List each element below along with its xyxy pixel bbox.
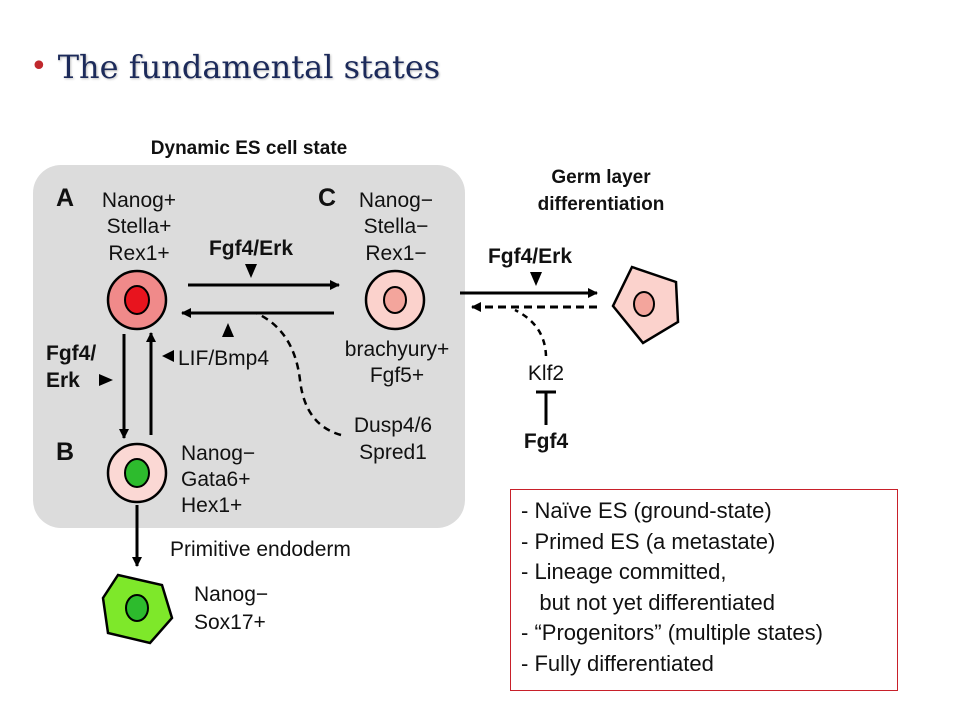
germ-heading-line2: differentiation <box>538 194 665 215</box>
state-c-marker-1: Nanog− <box>359 189 433 212</box>
state-c-marker-2: Stella− <box>364 215 429 238</box>
arrowhead-lif-bmp4 <box>222 323 234 337</box>
legend-item: - Primed ES (a metastate) <box>521 528 776 554</box>
bullet-icon: • <box>30 49 48 84</box>
state-b-marker-3: Hex1+ <box>181 494 242 517</box>
dynamic-heading: Dynamic ES cell state <box>151 138 347 159</box>
state-c-extra-2: Fgf5+ <box>370 364 424 387</box>
label-fgf4-erk-top: Fgf4/Erk <box>209 237 293 260</box>
arrowhead-fgf4-erk-right <box>530 272 542 286</box>
label-dusp-line1: Dusp4/6 <box>354 414 432 437</box>
state-c-nucleus <box>383 286 407 314</box>
label-fgf4-left-line1: Fgf4/ <box>46 342 96 365</box>
state-a-marker-2: Stella+ <box>107 215 172 238</box>
legend-item: - Naïve ES (ground-state) <box>521 498 772 523</box>
label-lif-bmp4: LIF/Bmp4 <box>178 347 269 370</box>
dynamic-state-panel <box>33 165 465 528</box>
legend-item: but not yet differentiated <box>521 589 775 615</box>
label-fgf4-bottom: Fgf4 <box>524 430 569 453</box>
label-dusp-line2: Spred1 <box>359 441 427 464</box>
label-fgf4-left-line2: Erk <box>46 369 80 392</box>
state-a-marker-3: Rex1+ <box>108 242 169 265</box>
state-a-marker-1: Nanog+ <box>102 189 176 212</box>
germ-heading-line1: Germ layer <box>551 167 651 188</box>
state-a-nucleus <box>124 285 150 315</box>
arrowhead-lif-small <box>162 350 174 362</box>
arrowhead-fgf4-left <box>99 374 113 386</box>
legend-item: - Fully differentiated <box>521 650 714 676</box>
arrowhead-fgf4-erk-top <box>245 264 257 278</box>
state-b-letter: B <box>56 438 74 466</box>
legend-box: - Naïve ES (ground-state) - Primed ES (a… <box>510 489 898 691</box>
state-c-extra-1: brachyury+ <box>345 338 449 361</box>
endoderm-marker-2: Sox17+ <box>194 611 266 634</box>
label-primitive-endoderm: Primitive endoderm <box>170 538 351 561</box>
state-c-marker-3: Rex1− <box>365 242 426 265</box>
germ-layer-nucleus <box>633 291 655 317</box>
slide-title: The fundamental states <box>57 48 441 86</box>
dusp-dashed-curve <box>255 311 342 437</box>
state-b-marker-1: Nanog− <box>181 442 255 465</box>
label-fgf4-erk-right: Fgf4/Erk <box>488 245 572 268</box>
state-b-marker-2: Gata6+ <box>181 468 250 491</box>
state-c-letter: C <box>318 184 336 212</box>
state-a-letter: A <box>56 184 74 212</box>
endoderm-marker-1: Nanog− <box>194 583 268 606</box>
label-klf2: Klf2 <box>528 362 564 385</box>
endoderm-nucleus <box>125 594 149 622</box>
slide-title-row: • The fundamental states <box>30 42 440 92</box>
legend-item: - “Progenitors” (multiple states) <box>521 620 823 645</box>
klf2-dashed-curve <box>514 308 548 357</box>
legend-item: - Lineage committed, <box>521 559 727 584</box>
state-b-nucleus <box>124 458 150 488</box>
